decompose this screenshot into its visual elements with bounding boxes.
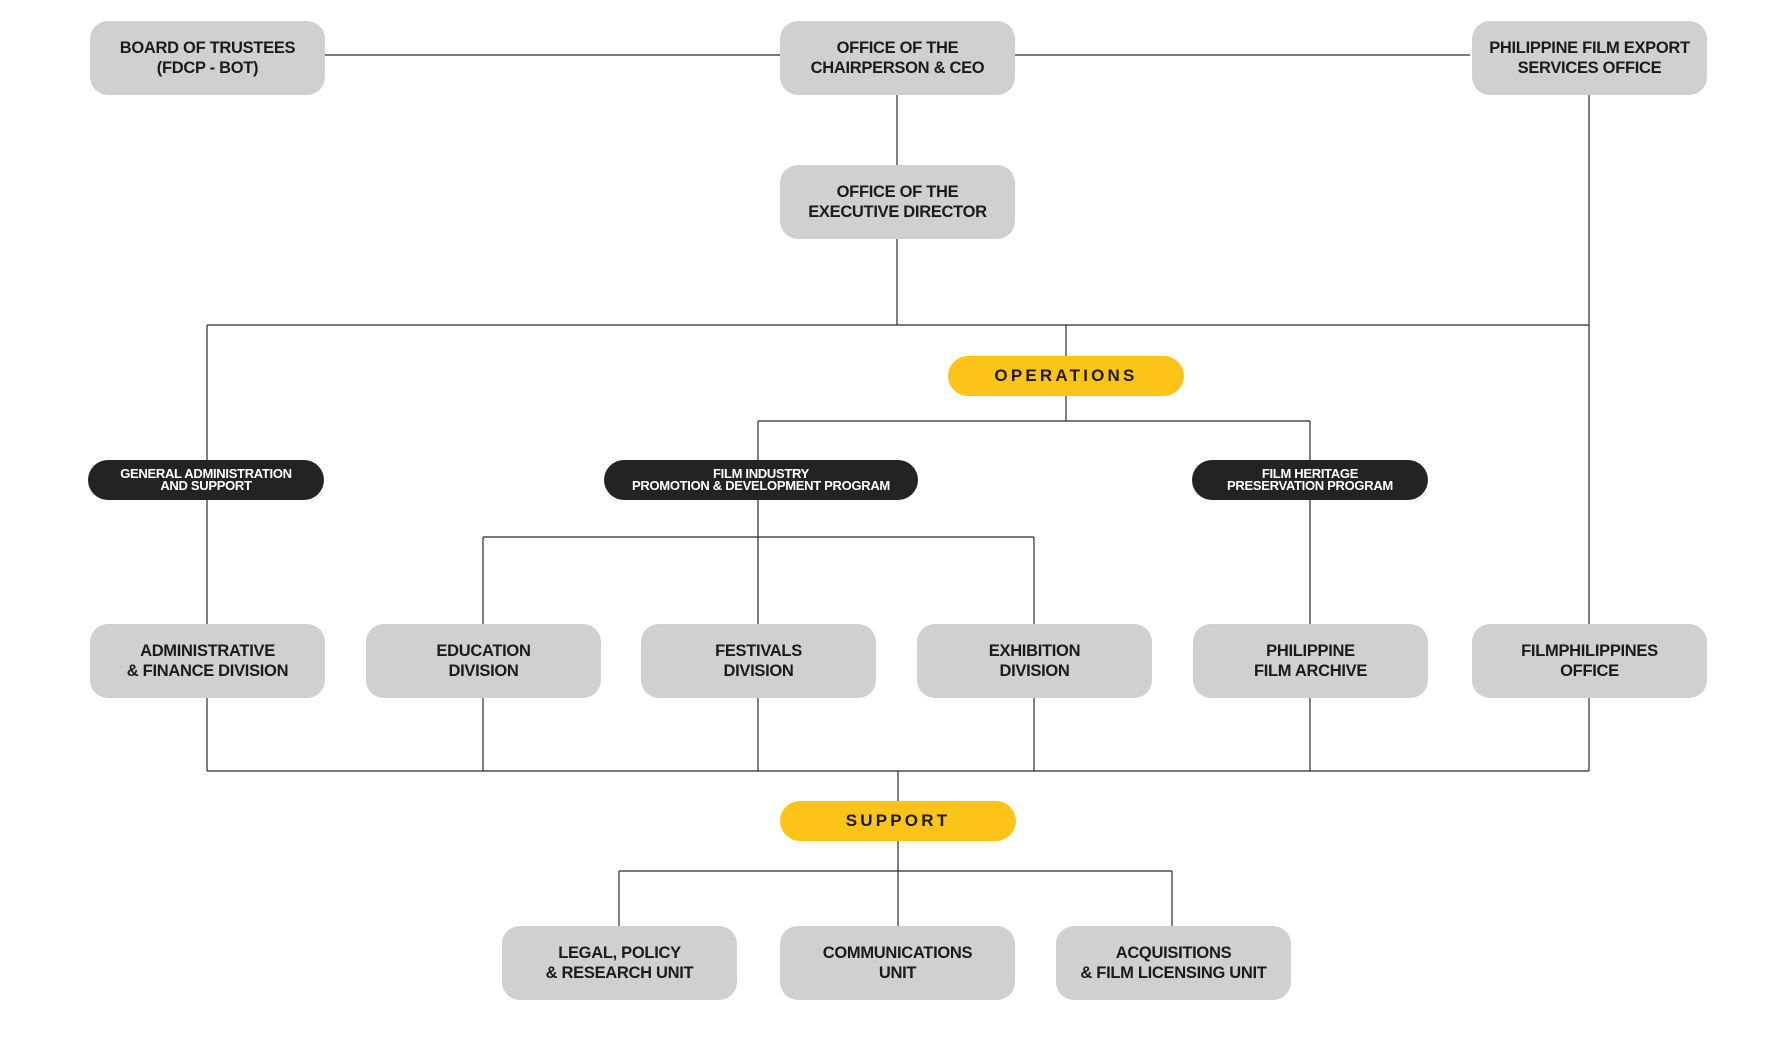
executive-director-line-1: OFFICE OF THE	[836, 183, 959, 201]
filmphilippines-office-box: FILMPHILIPPINES OFFICE	[1472, 624, 1707, 698]
film-industry-line-2: PROMOTION & DEVELOPMENT PROGRAM	[632, 478, 890, 493]
board-of-trustees-line-1: BOARD OF TRUSTEES	[119, 39, 296, 57]
exhibition-line-1: EXHIBITION	[988, 642, 1081, 660]
film-heritage-line-1: FILM HERITAGE	[1261, 466, 1359, 481]
chairperson-ceo-box: OFFICE OF THE CHAIRPERSON & CEO	[780, 21, 1015, 95]
education-line-1: EDUCATION	[436, 642, 531, 660]
executive-director-line-2: EXECUTIVE DIRECTOR	[808, 203, 987, 221]
education-line-2: DIVISION	[448, 662, 519, 680]
support-label: SUPPORT	[780, 801, 1016, 841]
festivals-division-box: FESTIVALS DIVISION	[641, 624, 876, 698]
acquisitions-line-2: & FILM LICENSING UNIT	[1080, 964, 1267, 982]
general-administration-line-2: AND SUPPORT	[160, 478, 252, 493]
admin-finance-line-2: & FINANCE DIVISION	[126, 662, 289, 680]
legal-policy-line-1: LEGAL, POLICY	[558, 944, 681, 962]
chairperson-ceo-line-1: OFFICE OF THE	[836, 39, 959, 57]
film-heritage-program: FILM HERITAGE PRESERVATION PROGRAM	[1192, 460, 1428, 500]
exhibition-division-box: EXHIBITION DIVISION	[917, 624, 1152, 698]
communications-unit-box: COMMUNICATIONS UNIT	[780, 926, 1015, 1000]
board-of-trustees-line-2: (FDCP - BOT)	[156, 59, 259, 77]
board-of-trustees-box: BOARD OF TRUSTEES (FDCP - BOT)	[90, 21, 325, 95]
filmphilippines-line-1: FILMPHILIPPINES	[1521, 642, 1658, 660]
general-administration-program: GENERAL ADMINISTRATION AND SUPPORT	[88, 460, 324, 500]
admin-finance-division-box: ADMINISTRATIVE & FINANCE DIVISION	[90, 624, 325, 698]
film-archive-line-1: PHILIPPINE	[1266, 642, 1355, 660]
communications-line-2: UNIT	[878, 964, 917, 982]
acquisitions-unit-box: ACQUISITIONS & FILM LICENSING UNIT	[1056, 926, 1291, 1000]
general-administration-line-1: GENERAL ADMINISTRATION	[120, 466, 292, 481]
operations-label: OPERATIONS	[948, 356, 1184, 396]
chairperson-ceo-line-2: CHAIRPERSON & CEO	[810, 59, 985, 77]
executive-director-box: OFFICE OF THE EXECUTIVE DIRECTOR	[780, 165, 1015, 239]
legal-policy-unit-box: LEGAL, POLICY & RESEARCH UNIT	[502, 926, 737, 1000]
film-export-office-line-2: SERVICES OFFICE	[1517, 59, 1662, 77]
film-archive-box: PHILIPPINE FILM ARCHIVE	[1193, 624, 1428, 698]
operations-text: OPERATIONS	[994, 366, 1138, 385]
communications-line-1: COMMUNICATIONS	[822, 944, 973, 962]
film-industry-line-1: FILM INDUSTRY	[713, 466, 809, 481]
film-heritage-line-2: PRESERVATION PROGRAM	[1227, 478, 1393, 493]
filmphilippines-line-2: OFFICE	[1560, 662, 1619, 680]
acquisitions-line-1: ACQUISITIONS	[1115, 944, 1232, 962]
support-text: SUPPORT	[845, 811, 951, 830]
film-archive-line-2: FILM ARCHIVE	[1253, 662, 1368, 680]
festivals-line-2: DIVISION	[723, 662, 794, 680]
film-export-office-line-1: PHILIPPINE FILM EXPORT	[1489, 39, 1690, 57]
film-export-office-box: PHILIPPINE FILM EXPORT SERVICES OFFICE	[1472, 21, 1707, 95]
festivals-line-1: FESTIVALS	[715, 642, 802, 660]
legal-policy-line-2: & RESEARCH UNIT	[545, 964, 694, 982]
admin-finance-line-1: ADMINISTRATIVE	[140, 642, 275, 660]
exhibition-line-2: DIVISION	[999, 662, 1070, 680]
education-division-box: EDUCATION DIVISION	[366, 624, 601, 698]
film-industry-program: FILM INDUSTRY PROMOTION & DEVELOPMENT PR…	[604, 460, 918, 500]
